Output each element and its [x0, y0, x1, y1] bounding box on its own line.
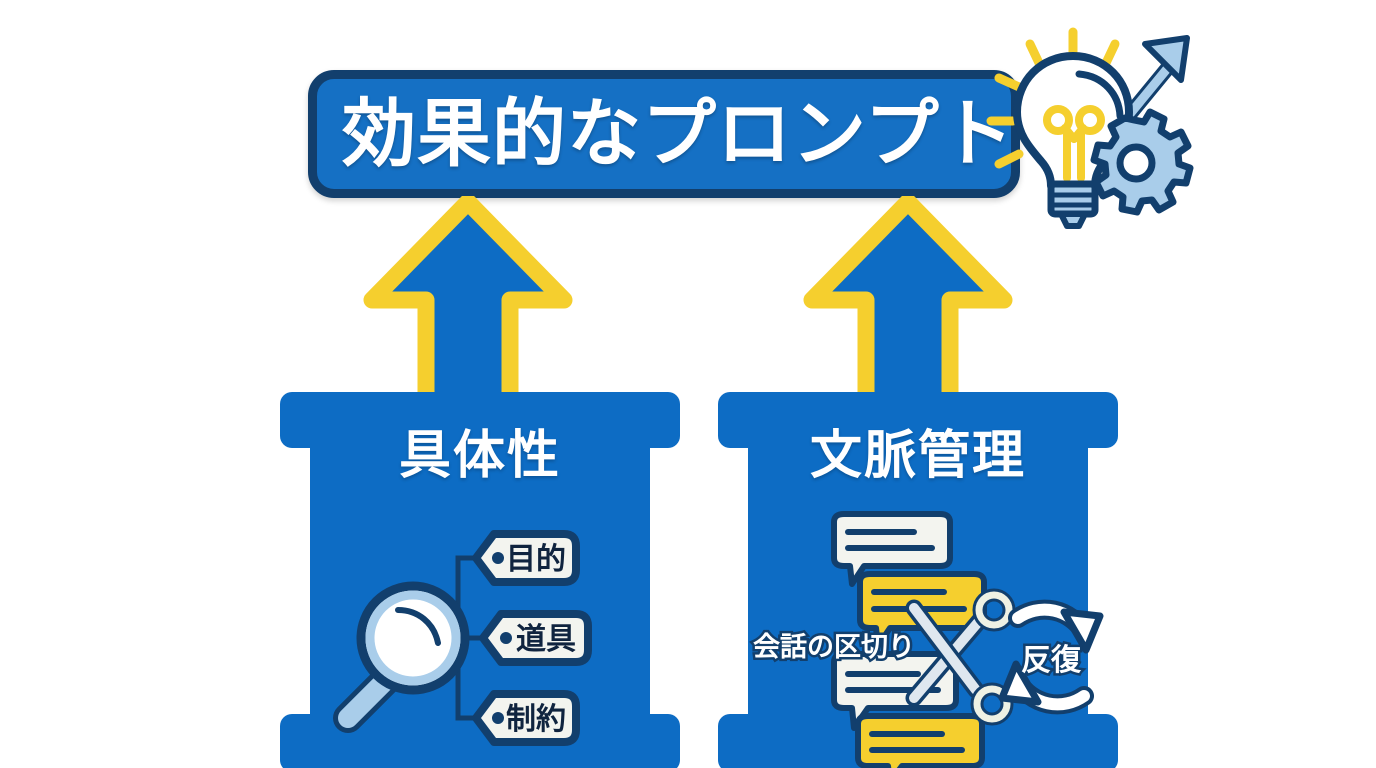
- arrow-up-right: [798, 193, 1018, 420]
- filament-icon: [1043, 105, 1105, 182]
- repeat-arrow-icon: 反復: [998, 599, 1104, 715]
- lightbulb-icon: [1013, 52, 1133, 229]
- tag-item-2: 制約: [472, 690, 580, 746]
- arrow-up-left: [358, 193, 578, 420]
- chat-bubble-3: [855, 713, 985, 768]
- title-banner: 効果的なプロンプト: [308, 70, 1020, 198]
- page-title: 効果的なプロンプト: [342, 92, 1015, 175]
- magnifier-icon: [333, 581, 470, 733]
- magnifier-tags-illustration: 目的 道具 制約: [333, 530, 592, 746]
- gear-icon: [1090, 108, 1194, 216]
- chat-bubble-0: [831, 511, 953, 587]
- growth-arrow-icon: [1117, 35, 1190, 128]
- pillar-context-label: 文脈管理: [809, 427, 1026, 485]
- bulb-base-icon: [1047, 180, 1099, 229]
- pillar-specificity-label: 具体性: [398, 427, 561, 485]
- repeat-label: 反復: [1021, 644, 1082, 677]
- pillar-context-management: 文脈管理: [718, 392, 1118, 768]
- tag-label-0: 目的: [506, 543, 566, 576]
- pillar-specificity: 具体性 目的: [280, 392, 680, 768]
- arrow-up-left-svg: [363, 193, 573, 420]
- tag-label-1: 道具: [516, 623, 576, 656]
- arrow-up-right-svg: [803, 193, 1013, 420]
- tag-label-2: 制約: [506, 703, 566, 736]
- context-illustration: 反復 会話の区切り: [751, 511, 1104, 768]
- title-banner-box: [308, 70, 1020, 198]
- tag-item-0: 目的: [472, 530, 580, 586]
- scissors-icon: [905, 588, 1016, 726]
- cut-label: 会話の区切り: [753, 632, 915, 662]
- tag-item-1: 道具: [479, 610, 592, 666]
